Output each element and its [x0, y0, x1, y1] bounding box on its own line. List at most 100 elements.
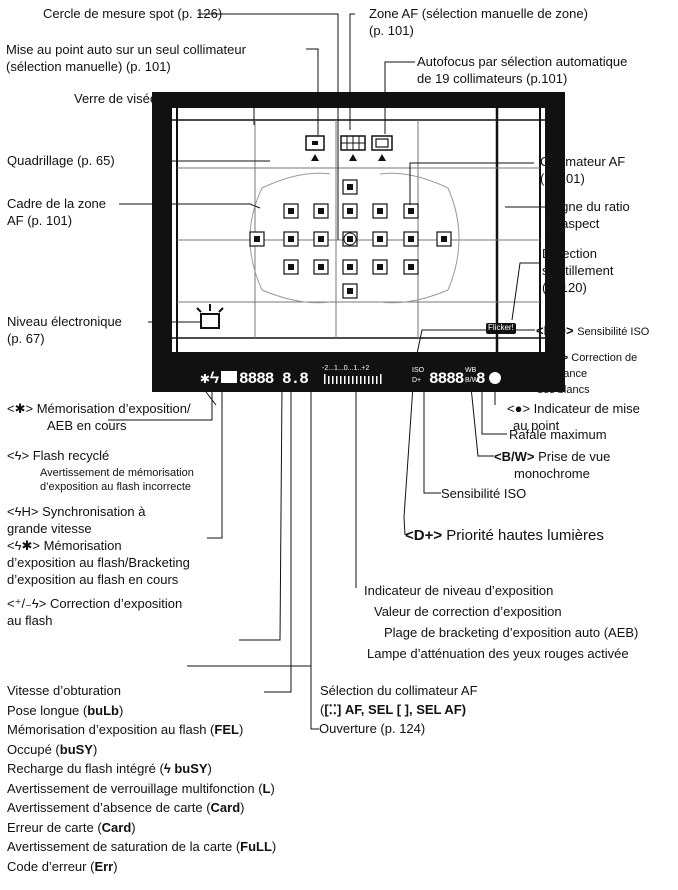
label-aspect-line2: d’aspect: [551, 216, 600, 231]
svg-text:8888: 8888: [429, 370, 464, 388]
label-fel-line3: d’exposition au flash en cours: [7, 572, 179, 587]
af-area-frame: [249, 172, 460, 304]
af-sel-open: (: [320, 702, 325, 717]
label-iso-bottom: Sensibilité ISO: [441, 486, 527, 501]
label-no-card: Avertissement d’absence de carte (: [7, 800, 211, 815]
label-fel-warn-line1: Avertissement de mémorisation: [40, 467, 194, 479]
label-card-error: Erreur de carte (: [7, 819, 102, 835]
svg-text:WB: WB: [465, 367, 477, 374]
label-focus-line1: Indicateur de mise: [533, 401, 640, 416]
label-monochrome: <B/W> Prise de vue monochrome: [494, 448, 610, 482]
label-flicker-line1: Détection: [542, 246, 597, 261]
label-auto-19-points: Autofocus par sélection automatique de 19…: [417, 53, 627, 87]
dplus-symbol: <D+>: [405, 527, 443, 544]
flicker-badge: [486, 323, 516, 334]
fel-close: ): [238, 722, 244, 737]
label-error-code: Code d’erreur (: [7, 858, 95, 874]
code-bulb: buLb: [87, 702, 119, 718]
code-flash-busy: ϟ buSY: [163, 761, 208, 776]
label-exp-level-line4: Lampe d’atténuation des yeux rouges acti…: [367, 646, 629, 661]
code-busy: buSY: [59, 741, 93, 757]
bw-symbol: <B/W>: [494, 449, 535, 464]
label-flash-ready: <ϟ> Flash recyclé: [7, 447, 109, 464]
svg-text:8888 8.8: 8888 8.8: [239, 370, 308, 388]
label-ae-lock: <✱> Mémorisation d’exposition/AEB en cou…: [7, 400, 191, 434]
fel-symbol: <ϟ✱>: [7, 538, 40, 553]
iso-symbol: <ISO>: [536, 323, 574, 338]
label-af-point: Collimateur AF(p. 101): [540, 153, 625, 187]
label-flash-busy: Recharge du flash intégré (: [7, 761, 164, 776]
code-flash-busy-text: buSY: [174, 761, 208, 776]
svg-text:D+: D+: [412, 377, 421, 384]
code-lock: L: [262, 780, 271, 796]
label-hl-tone-text: Priorité hautes lumières: [446, 527, 604, 544]
label-bw-line2: monochrome: [514, 466, 590, 481]
af-sel-code-3: SEL AF): [416, 702, 467, 717]
label-exp-level-line3: Plage de bracketing d’exposition auto (A…: [384, 625, 639, 640]
label-af-point-selection: Sélection du collimateur AF ([⁚⁚] AF, SEL…: [320, 681, 478, 719]
label-auto19-line1: Autofocus par sélection automatique: [417, 54, 628, 69]
label-af-point-line1: Collimateur AF: [540, 154, 626, 169]
svg-text:8: 8: [476, 370, 486, 388]
label-af-area-line1: Cadre de la zone: [7, 196, 107, 211]
label-zone-af: Zone AF (sélection manuelle de zone) (p. …: [369, 5, 588, 39]
svg-text:✱ϟ: ✱ϟ: [200, 370, 220, 388]
label-flash-comp-line2: au flash: [7, 613, 53, 628]
label-single-af-line2: (sélection manuelle) (p. 101): [6, 59, 171, 74]
label-iso-top-text: Sensibilité ISO: [577, 326, 650, 338]
label-card-full: Avertissement de saturation de la carte …: [7, 839, 241, 854]
label-wb-line3: des blancs: [537, 384, 590, 396]
label-exp-level-line1: Indicateur de niveau d’exposition: [364, 583, 554, 598]
label-level-line2: (p. 67): [7, 331, 45, 346]
hss-symbol: <ϟH>: [7, 504, 39, 519]
label-wb-line1: Correction de: [571, 352, 638, 364]
exposure-scale: [324, 374, 382, 384]
label-single-point-af: Mise au point auto sur un seul collimate…: [6, 41, 246, 75]
label-auto19-line2: de 19 collimateurs (p.101): [417, 71, 568, 86]
label-spot-circle: Cercle de mesure spot (p. 126): [43, 6, 223, 21]
label-aspect-line1: Ligne du ratio: [551, 199, 630, 214]
label-focus-line2: au point: [513, 418, 560, 433]
label-af-sel-line1: Sélection du collimateur AF: [320, 683, 478, 698]
busy-close: ): [92, 741, 98, 757]
focus-symbol: <●>: [507, 401, 531, 416]
svg-text:ISO: ISO: [412, 367, 425, 374]
label-zone-af-line2: (p. 101): [369, 23, 414, 38]
code-fel: FEL: [214, 722, 239, 737]
label-hss-line2: grande vitesse: [7, 521, 92, 536]
no-card-close: ): [240, 800, 245, 815]
label-flash-comp-line1: Correction d’exposition: [50, 596, 183, 611]
af-sel-code-1: AF,: [344, 702, 369, 717]
label-af-area-line2: AF (p. 101): [7, 213, 73, 228]
label-hss-line1: Synchronisation à: [42, 504, 146, 519]
ae-lock-symbol: <✱>: [7, 401, 34, 416]
card-full-close: ): [271, 839, 277, 854]
lock-close: ): [270, 780, 275, 796]
af-sel-code-2: SEL [ ],: [368, 702, 417, 717]
label-zone-af-line1: Zone AF (sélection manuelle de zone): [369, 6, 588, 21]
label-flicker-line3: (p. 120): [542, 280, 587, 295]
label-bw-line1: Prise de vue: [538, 449, 611, 464]
label-single-af-line1: Mise au point auto sur un seul collimate…: [6, 42, 246, 57]
err-close: ): [113, 858, 118, 874]
label-fel-line1: Mémorisation: [43, 538, 122, 553]
label-hss: <ϟH> Synchronisation à grande vitesse: [7, 503, 145, 537]
bulb-close: ): [119, 702, 124, 718]
label-aperture: Ouverture (p. 124): [319, 721, 426, 736]
label-level-line1: Niveau électronique: [7, 314, 122, 329]
label-shutter: Vitesse d’obturation: [7, 683, 121, 698]
label-bulb: Pose longue (: [7, 702, 88, 718]
label-multi-lock: Avertissement de verrouillage multifonct…: [7, 780, 263, 796]
label-fel-warn-line2: d’exposition au flash incorrecte: [40, 481, 192, 493]
label-shutter-list: Vitesse d’obturation Pose longue (buLb) …: [7, 681, 276, 876]
label-fel-warning: Avertissement de mémorisation d’expositio…: [40, 466, 194, 494]
electronic-level-icon: [196, 304, 224, 329]
af-sel-zone-icon: [⁚⁚]: [324, 702, 342, 717]
code-card-error: Card: [101, 819, 132, 835]
label-highlight-tone: <D+> Priorité hautes lumières: [405, 527, 604, 544]
flash-busy-close: ): [207, 761, 212, 776]
